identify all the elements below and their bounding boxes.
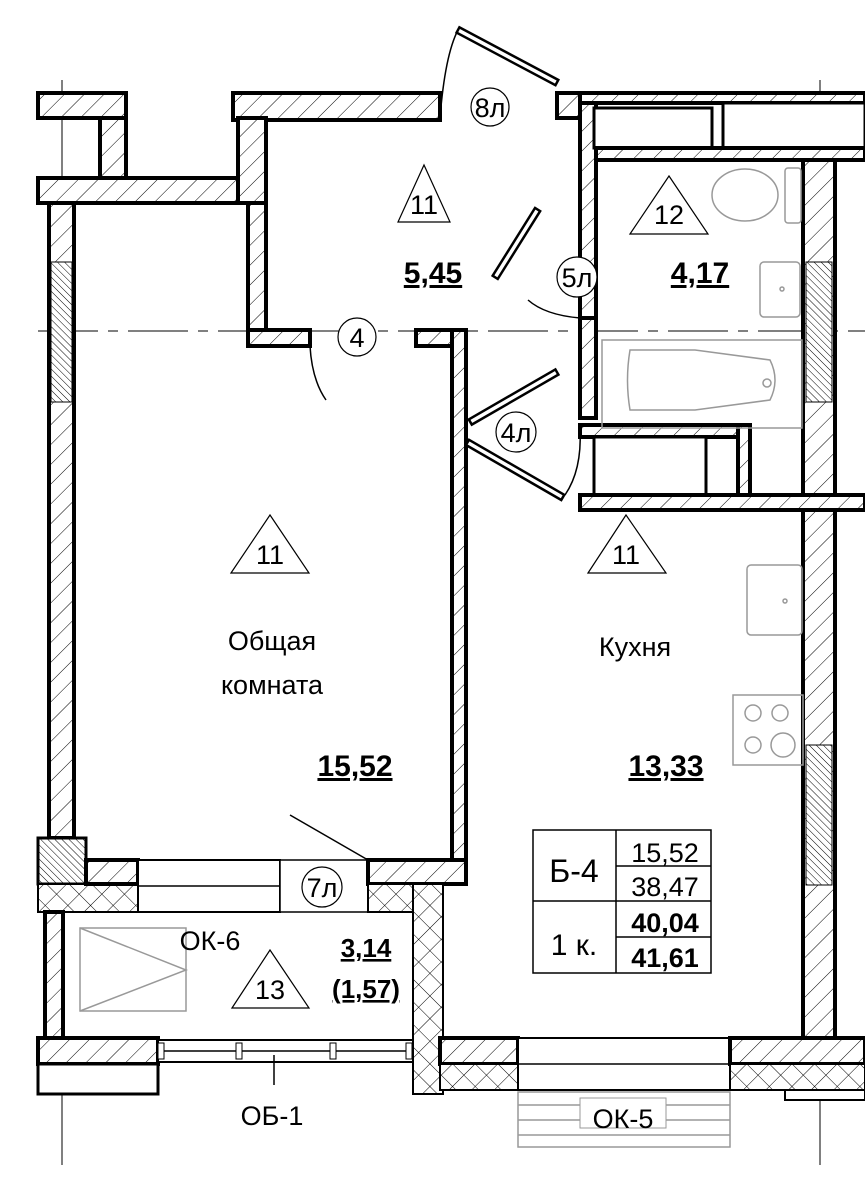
living-room-area: 15,52 [317,750,392,783]
svg-text:11: 11 [410,190,438,220]
door-marker-5l: 5л [556,256,598,298]
bathroom-area: 4,17 [671,257,729,290]
total-area-value: 40,04 [631,908,699,938]
apartment-type: Б-4 [549,853,598,889]
bathtub-icon [601,339,803,429]
total-area-with-balcony-value: 41,61 [631,943,699,973]
svg-text:8л: 8л [475,93,506,123]
toilet-icon [711,168,779,222]
apartment-summary-table: Б-4 1 к. 15,52 38,47 40,04 41,61 [532,829,712,974]
net-area-value: 38,47 [631,872,699,902]
finish-marker-hall: 11 [397,163,451,223]
kitchen-name: Кухня [599,632,671,662]
living-area-value: 15,52 [631,838,699,868]
finish-marker-living: 11 [229,513,311,574]
door-marker-4: 4 [337,317,377,357]
balcony-area: 3,14 [341,933,392,963]
door-marker-7l: 7л [301,866,343,908]
window-label-ok5: ОК-5 [593,1104,654,1134]
balcony-unit-icon [79,927,187,1012]
fixtures [79,167,804,1148]
svg-text:4л: 4л [501,418,532,448]
window-label-ok6: ОК-6 [180,926,241,956]
door-swing-8l [439,29,459,119]
kitchen-sink-icon [746,564,803,636]
sink-icon [759,261,801,318]
svg-text:12: 12 [654,200,684,230]
window-label-ob1: ОБ-1 [241,1101,304,1131]
svg-text:11: 11 [256,540,284,570]
stove-icon [732,694,804,766]
svg-text:11: 11 [612,540,640,570]
walls [36,91,865,1101]
balcony-area-reduced: (1,57) [332,974,400,1004]
rooms-count: 1 к. [551,929,597,962]
door-marker-8l: 8л [470,87,510,127]
hall-area: 5,45 [404,257,462,290]
finish-marker-kitchen: 11 [586,513,668,574]
living-room-name-1: Общая [228,626,316,656]
finish-marker-bathroom: 12 [628,174,710,235]
door-marker-4l: 4л [495,411,537,453]
svg-text:4: 4 [349,323,364,353]
svg-text:7л: 7л [307,873,338,903]
doors [289,25,581,861]
svg-text:13: 13 [255,975,285,1005]
kitchen-area: 13,33 [628,750,703,783]
living-room-name-2: комната [221,670,324,700]
svg-text:5л: 5л [562,263,593,293]
finish-marker-balcony: 13 [230,948,311,1009]
